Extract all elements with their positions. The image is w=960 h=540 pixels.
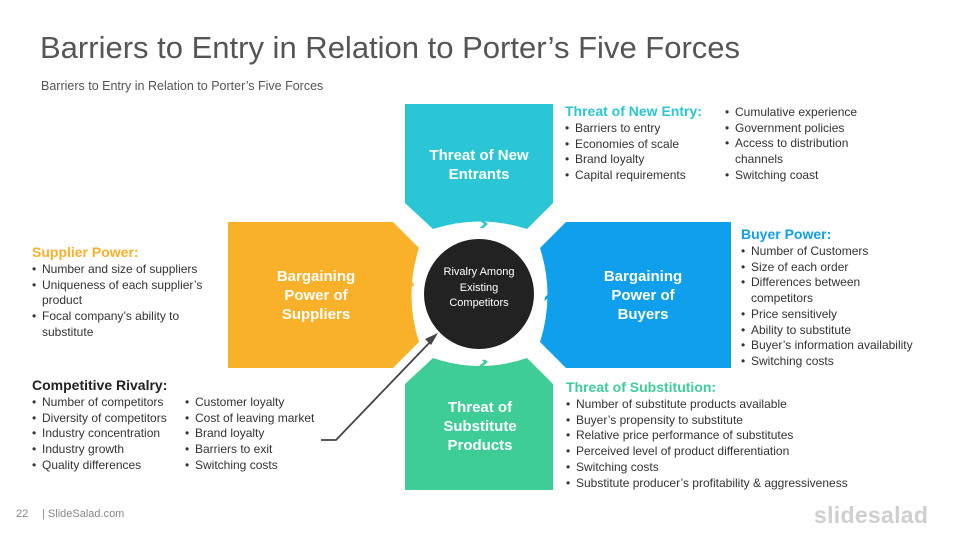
threat-new-entrants-shape <box>405 104 553 229</box>
list-item: Relative price performance of substitute… <box>566 428 866 444</box>
buyer-list: Number of Customers Size of each order D… <box>741 244 931 370</box>
list-item: Customer loyalty <box>185 395 325 411</box>
list-item: Brand loyalty <box>565 152 735 168</box>
list-item: Size of each order <box>741 260 931 276</box>
buyer-heading: Buyer Power: <box>741 226 832 242</box>
new-entry-block: Threat of New Entry: Barriers to entry E… <box>565 103 735 184</box>
supplier-heading: Supplier Power: <box>32 244 139 260</box>
list-item: Number of Customers <box>741 244 931 260</box>
rivalry-heading: Competitive Rivalry: <box>32 377 168 393</box>
site-footer: | SlideSalad.com <box>42 508 125 520</box>
right-force-label: Bargaining Power of Buyers <box>603 268 683 323</box>
rivalry-arrowhead <box>425 333 438 345</box>
list-item: Buyer’s propensity to substitute <box>566 413 866 429</box>
list-item: Barriers to exit <box>185 442 325 458</box>
supplier-list: Number and size of suppliers Uniqueness … <box>32 262 217 341</box>
top-force-label: Threat of New Entrants <box>429 147 529 183</box>
list-item: Cumulative experience <box>725 105 865 121</box>
list-item: Switching costs <box>741 354 931 370</box>
buyer-block: Buyer Power: Number of Customers Size of… <box>741 226 931 370</box>
rivalry-list-1: Number of competitors Diversity of compe… <box>32 395 182 474</box>
list-item: Substitute producer’s profitability & ag… <box>566 476 866 492</box>
slide-title: Barriers to Entry in Relation to Porter’… <box>40 30 741 65</box>
list-item: Brand loyalty <box>185 426 325 442</box>
rivalry-block: Competitive Rivalry: Number of competito… <box>32 377 182 474</box>
list-item: Number and size of suppliers <box>32 262 217 278</box>
supplier-power-shape <box>228 222 419 368</box>
page-number: 22 <box>16 508 29 520</box>
slide-subtitle: Barriers to Entry in Relation to Porter’… <box>41 79 324 93</box>
list-item: Switching costs <box>566 460 866 476</box>
left-force-label: Bargaining Power of Suppliers <box>276 268 356 323</box>
list-item: Cost of leaving market <box>185 411 325 427</box>
list-item: Focal company’s ability to substitute <box>32 309 217 340</box>
rivalry-list-2: Customer loyalty Cost of leaving market … <box>185 395 325 474</box>
list-item: Perceived level of product differentiati… <box>566 444 866 460</box>
list-item: Uniqueness of each supplier’s product <box>32 278 217 309</box>
list-item: Industry concentration <box>32 426 182 442</box>
list-item: Economies of scale <box>565 137 735 153</box>
supplier-block: Supplier Power: Number and size of suppl… <box>32 244 217 341</box>
list-item: Buyer’s information availability <box>741 338 931 354</box>
list-item: Industry growth <box>32 442 182 458</box>
new-entry-list-2: Cumulative experience Government policie… <box>725 105 865 184</box>
list-item: Barriers to entry <box>565 121 735 137</box>
new-entry-list-1: Barriers to entry Economies of scale Bra… <box>565 121 735 184</box>
substitution-block: Threat of Substitution: Number of substi… <box>566 379 866 491</box>
list-item: Government policies <box>725 121 865 137</box>
list-item: Quality differences <box>32 458 182 474</box>
list-item: Diversity of competitors <box>32 411 182 427</box>
list-item: Differences between competitors <box>741 275 881 306</box>
rivalry-arrow <box>321 339 433 441</box>
list-item: Switching costs <box>185 458 325 474</box>
threat-substitutes-shape <box>405 358 553 490</box>
bottom-force-label: Threat of Substitute Products <box>443 399 517 454</box>
substitution-heading: Threat of Substitution: <box>566 379 717 395</box>
rivalry-block-2: Customer loyalty Cost of leaving market … <box>185 395 325 474</box>
list-item: Switching coast <box>725 168 865 184</box>
center-label: Rivalry Among Existing Competitors <box>443 266 515 309</box>
list-item: Access to distribution channels <box>725 136 865 167</box>
list-item: Capital requirements <box>565 168 735 184</box>
new-entry-block-2: Cumulative experience Government policie… <box>725 105 865 184</box>
new-entry-heading: Threat of New Entry: <box>565 103 702 119</box>
buyer-power-shape <box>540 222 731 368</box>
list-item: Number of competitors <box>32 395 182 411</box>
list-item: Ability to substitute <box>741 323 931 339</box>
substitution-list: Number of substitute products available … <box>566 397 866 491</box>
list-item: Price sensitively <box>741 307 931 323</box>
list-item: Number of substitute products available <box>566 397 866 413</box>
slidesalad-logo: slidesalad <box>814 502 929 528</box>
center-circle <box>424 239 534 349</box>
